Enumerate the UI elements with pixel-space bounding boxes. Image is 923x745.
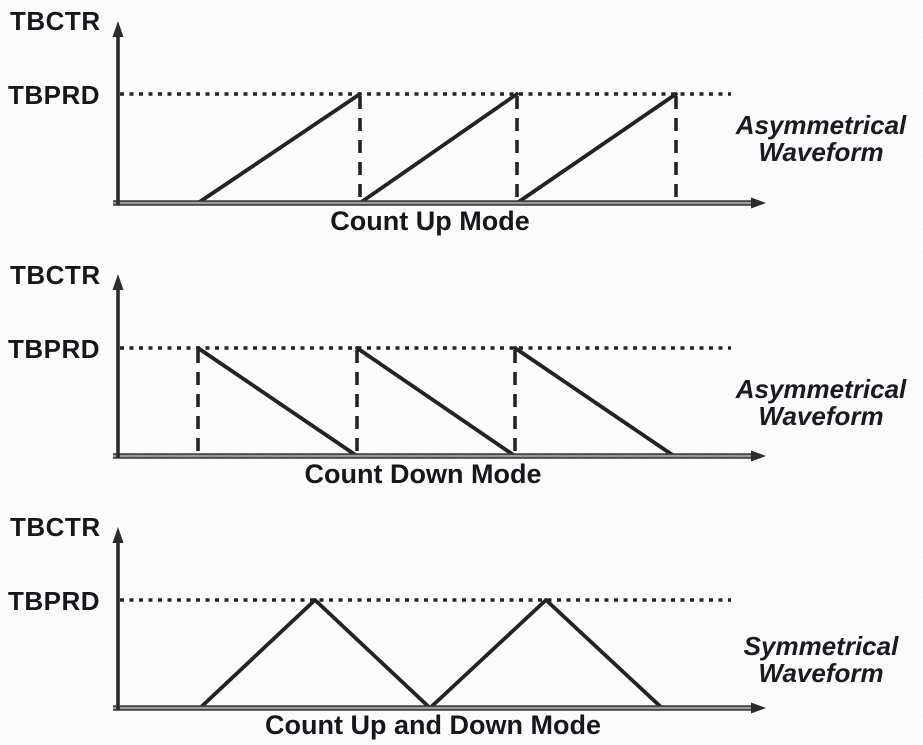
mode-label-count-down: Count Down Mode	[304, 459, 542, 489]
tbctr-label-count-up: TBCTR	[10, 6, 101, 36]
counter-waveform-0-0	[196, 92, 362, 205]
counter-waveform-1-2	[513, 346, 676, 458]
y-axis-arrowhead-2	[112, 527, 124, 543]
counter-waveform-0-1	[358, 92, 519, 205]
tbprd-label-count-down: TBPRD	[8, 334, 101, 364]
tbprd-label-count-up: TBPRD	[8, 80, 101, 110]
x-axis-arrowhead-0	[751, 197, 766, 209]
x-axis-arrowhead-1	[751, 450, 766, 462]
tbprd-label-count-up-down: TBPRD	[8, 586, 101, 616]
y-axis-arrowhead-1	[112, 274, 124, 290]
x-axis-arrowhead-2	[751, 702, 766, 714]
mode-label-count-up: Count Up Mode	[330, 206, 530, 236]
tbctr-label-count-up-down: TBCTR	[10, 512, 101, 542]
y-axis-arrowhead-0	[112, 21, 124, 37]
counter-waveform-1-1	[355, 346, 517, 458]
counter-waveform-0-2	[515, 92, 678, 205]
tbctr-label-count-down: TBCTR	[10, 260, 101, 290]
mode-label-count-up-down: Count Up and Down Mode	[265, 710, 601, 740]
waveform-type-label-asymmetrical-2: Asymmetrical Waveform	[735, 374, 907, 431]
counter-waveform-2-0	[198, 598, 664, 710]
counter-waveform-1-0	[196, 346, 359, 458]
waveform-type-label-asymmetrical-1: Asymmetrical Waveform	[735, 110, 907, 167]
waveform-type-label-symmetrical: Symmetrical Waveform	[743, 631, 899, 688]
